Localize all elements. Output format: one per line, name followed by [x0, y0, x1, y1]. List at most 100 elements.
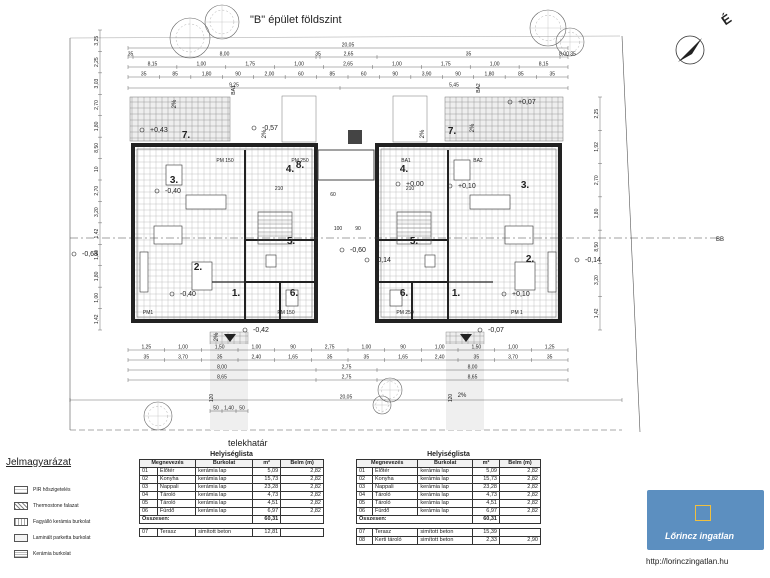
dim-right-label: 3,20 — [594, 275, 600, 285]
dim-top-4-label: 90 — [392, 72, 398, 78]
compass-ring — [675, 35, 705, 65]
table-cell: 05 — [356, 499, 373, 508]
house-right-outer-wall — [375, 143, 562, 323]
dim-right-label: 2,25 — [594, 109, 600, 119]
legend-item: PIR hőszigetelés — [14, 486, 71, 494]
boundary-label: telekhatár — [228, 438, 268, 448]
dim-bottom-1-label: 1,00 — [435, 345, 445, 351]
table-cell: 02 — [356, 475, 373, 484]
level-label: -0,57 — [262, 125, 278, 132]
dim-top-3-label: 8,15 — [539, 62, 549, 68]
table-cell: 5,09 — [472, 467, 500, 476]
kitchen-island-left — [191, 261, 213, 291]
dim-bottom-2-label: 3,70 — [508, 355, 518, 361]
dim-left-label: 1,42 — [94, 314, 100, 324]
table-cell: 04 — [356, 491, 373, 500]
terrace-left — [129, 96, 231, 142]
dim-left-label: 3,25 — [94, 36, 100, 46]
dim-bottom-1-label: 1,00 — [178, 345, 188, 351]
table-header: Belm (m) — [280, 459, 324, 468]
legend-item: Thermostone falazat — [14, 502, 79, 510]
table-cell: 01 — [139, 467, 158, 476]
dim-top-3-label: 1,75 — [441, 62, 451, 68]
table-cell: kerámia lap — [195, 475, 254, 484]
table-cell: Terasz — [156, 528, 197, 537]
legend-item-label: Kerámia burkolat — [33, 551, 71, 557]
corridor-middle — [317, 149, 375, 181]
dim-bottom-4-label: 2,75 — [342, 375, 352, 381]
level-marker — [507, 99, 513, 105]
dim-top-4-label: 2,00 — [265, 72, 275, 78]
sofa-left — [185, 194, 227, 210]
bathtub-right — [389, 289, 403, 307]
dim-top-3-label: 1,00 — [490, 62, 500, 68]
misc-label: 120 — [209, 394, 215, 403]
dim-left-label: 10 — [94, 166, 100, 172]
table-cell: simított beton — [417, 528, 474, 537]
misc-label: PM 1 — [511, 310, 523, 316]
dim-bottom-1-label: 1,00 — [361, 345, 371, 351]
misc-label: 120 — [448, 394, 454, 403]
table-total-label: Összesen: — [138, 515, 254, 524]
level-marker — [477, 327, 483, 333]
dim-left-label: 3,03 — [94, 78, 100, 88]
table-cell: simított beton — [417, 536, 474, 545]
table-cell: 2,82 — [280, 483, 324, 492]
dim-top-4-label: 85 — [518, 72, 524, 78]
dim-bottom-2-label: 2,40 — [435, 355, 445, 361]
table-cell: Fürdő — [371, 507, 419, 516]
slope-label: 2% — [172, 99, 178, 108]
table-left — [153, 225, 183, 245]
table-title: Helyiséglista — [427, 451, 470, 458]
section-label: BB — [716, 237, 724, 243]
table-cell: Előtér — [156, 467, 197, 476]
room-number-right: 1. — [452, 288, 461, 299]
kitchen-counter-right — [547, 251, 557, 293]
table-cell: 4,73 — [252, 491, 282, 500]
brand-name[interactable]: Lőrincz ingatlan — [665, 531, 735, 541]
site-boundary-top — [69, 35, 621, 39]
table-total-row: Összesen:60,31 — [355, 515, 542, 524]
toilet-right — [424, 254, 436, 268]
room-number-left: 3. — [170, 175, 179, 186]
room-number-left: 1. — [232, 288, 241, 299]
dim-left-label: 2,70 — [94, 186, 100, 196]
table-cell: simított beton — [195, 528, 254, 537]
kitchen-counter-left — [139, 251, 149, 293]
dim-top-4-label: 35 — [141, 72, 147, 78]
level-label: -0,60 — [350, 247, 366, 254]
dim-top-5-label: 5,45 — [449, 83, 459, 89]
legend-title: Jelmagyarázat — [6, 457, 72, 468]
dim-bottom-2-label: 3,70 — [178, 355, 188, 361]
house-right-inner-wall — [380, 148, 557, 318]
table-cell: 02 — [139, 475, 158, 484]
room-number-right: 4. — [400, 164, 409, 175]
level-marker — [251, 125, 257, 131]
dim-bottom-3-label: 2,75 — [342, 365, 352, 371]
walkway-right — [446, 344, 484, 430]
misc-label: 60 — [330, 192, 336, 198]
table-cell: kerámia lap — [195, 467, 254, 476]
legend-item-label: Laminált parketta burkolat — [33, 535, 91, 541]
dim-top-4-label: 60 — [361, 72, 367, 78]
level-label: +0,07 — [518, 99, 536, 106]
dim-bottom-3-label: 8,00 — [468, 365, 478, 371]
shed-left — [281, 95, 317, 143]
brand-url[interactable]: http://lorinczingatlan.hu — [646, 557, 729, 566]
armchair-right — [453, 159, 471, 181]
table-cell: 2,90 — [498, 536, 542, 545]
legend-item: Kerámia burkolat — [14, 550, 71, 558]
level-marker — [395, 181, 401, 187]
table-cell: 15,39 — [472, 528, 500, 537]
dim-bottom-5-label: 20,05 — [340, 395, 353, 401]
dim-top-4-label: 1,80 — [202, 72, 212, 78]
table-cell: 4,73 — [472, 491, 500, 500]
dim-right-label: 2,70 — [594, 175, 600, 185]
